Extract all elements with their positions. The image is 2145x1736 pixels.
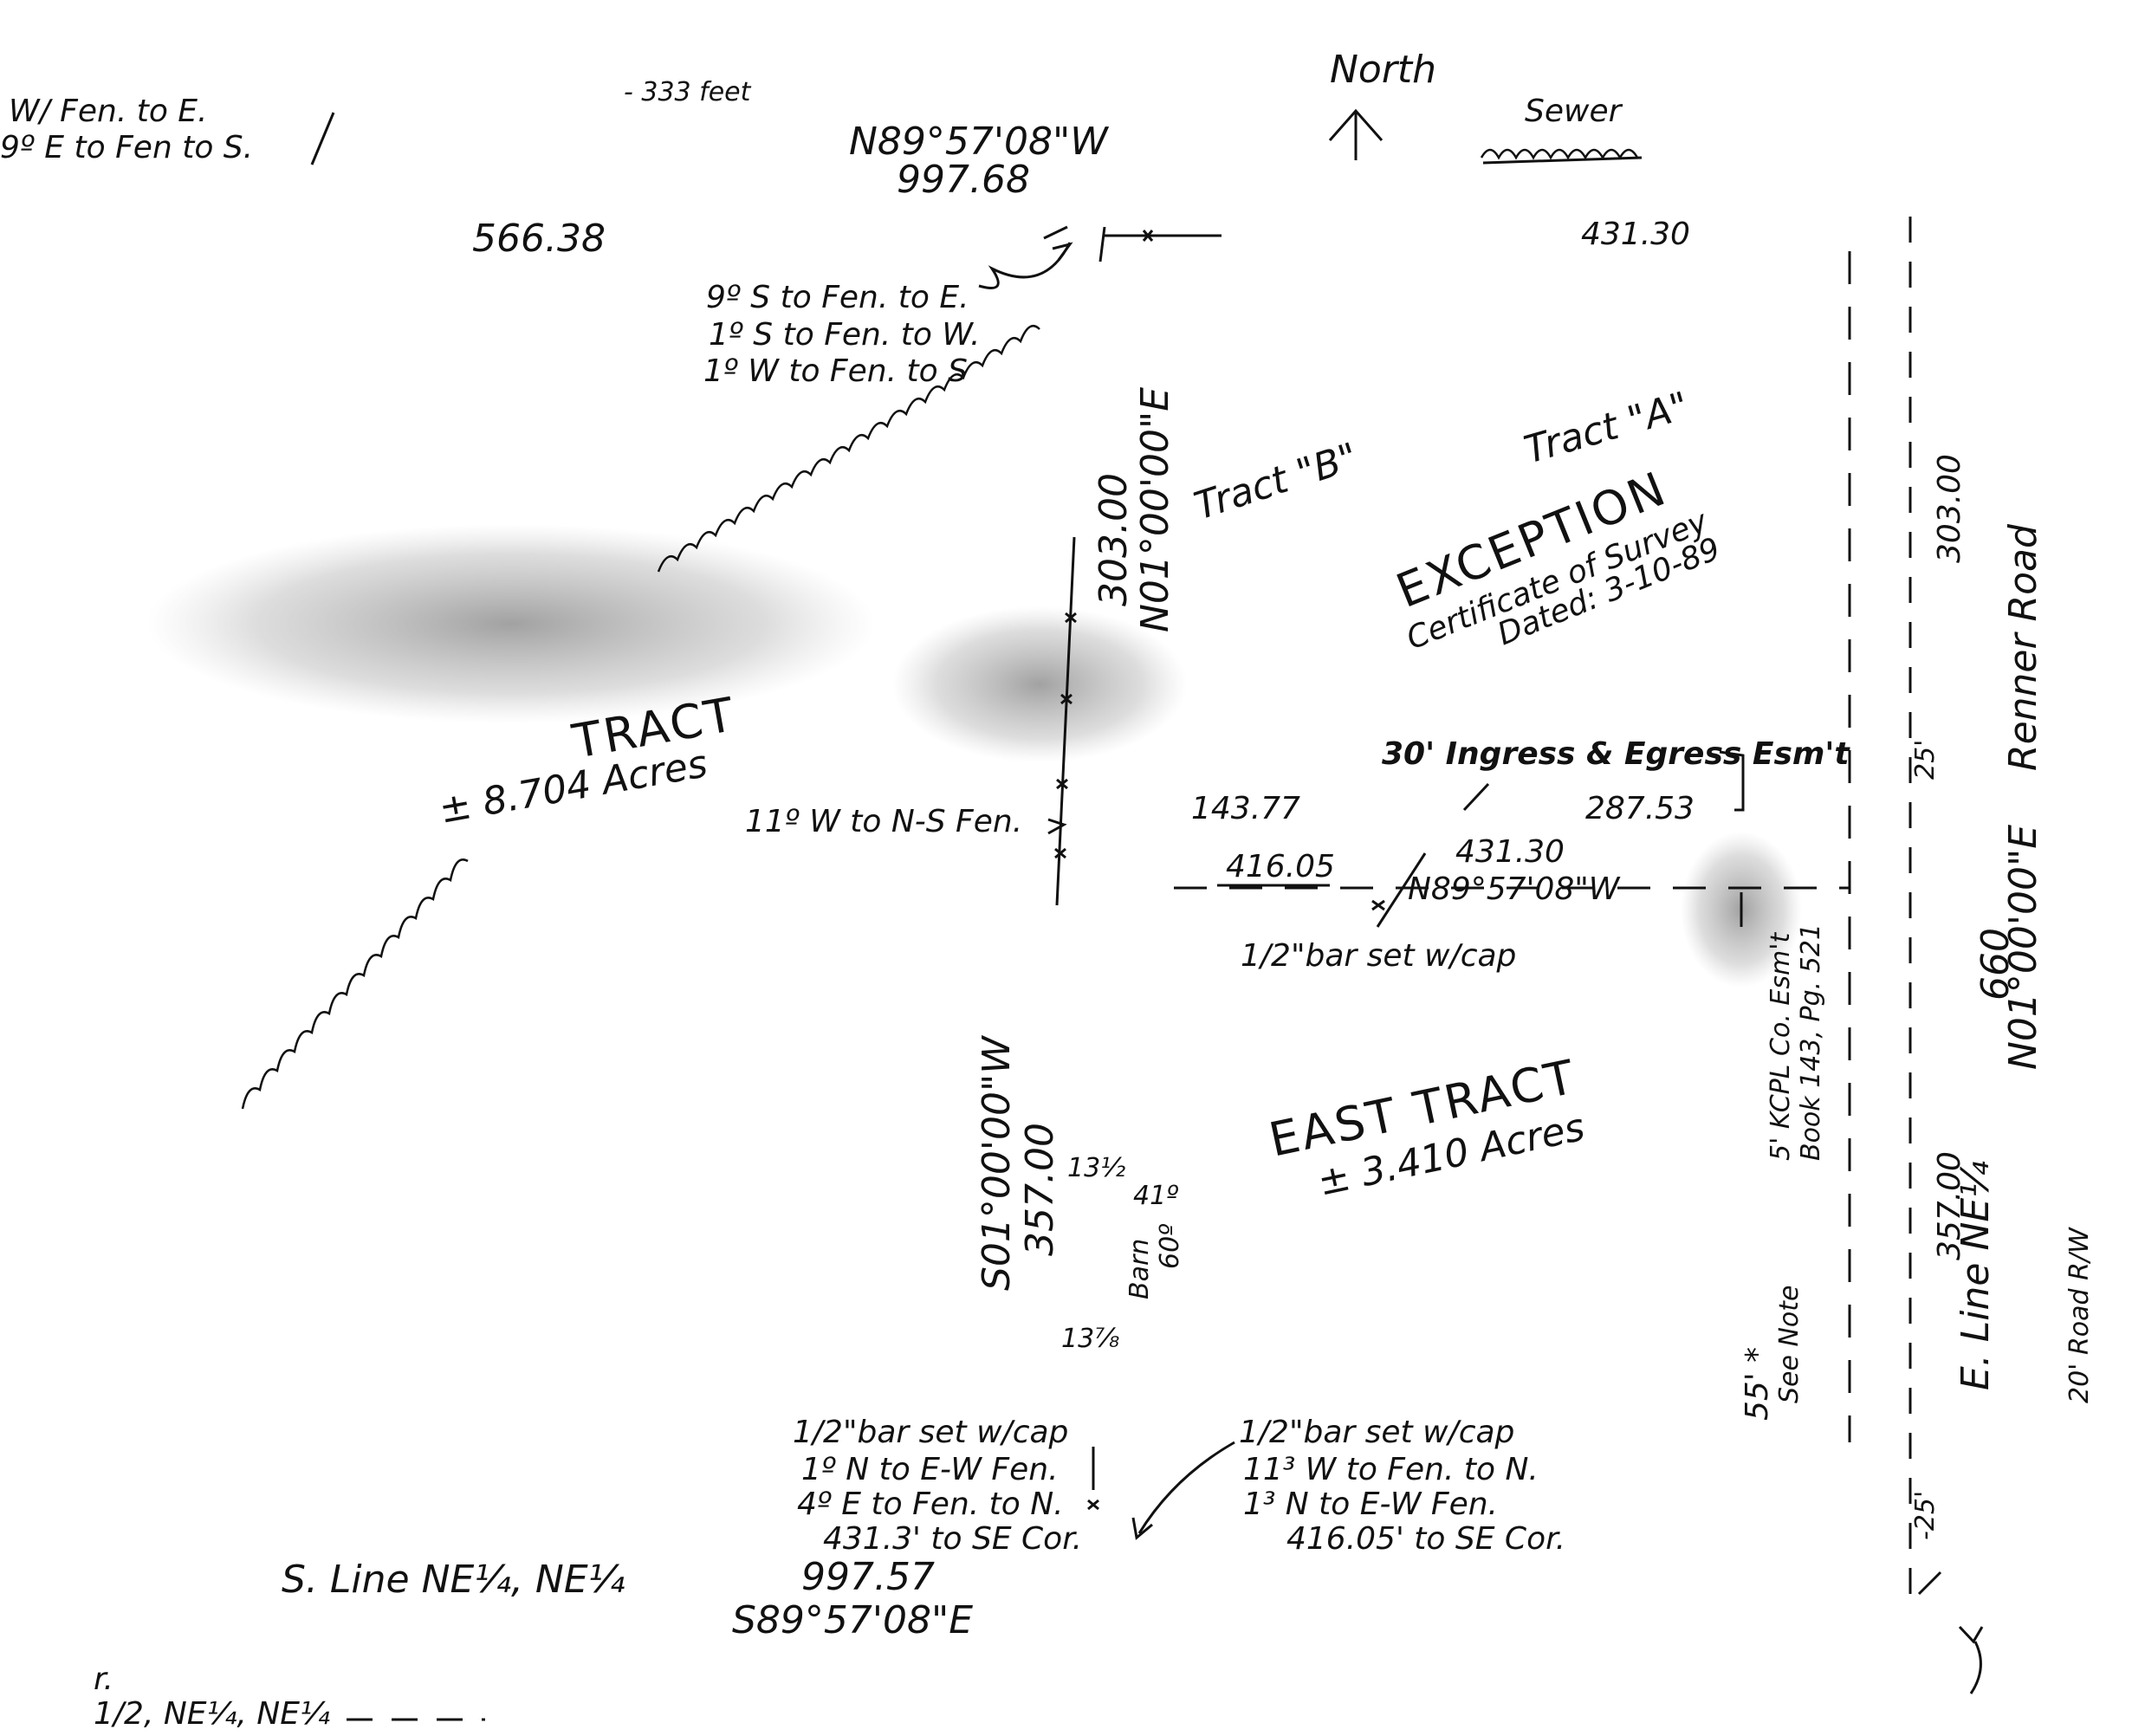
- interior-mid-distance: 143.77: [1191, 791, 1300, 826]
- north-line-bearing: N89°57'08"W: [849, 120, 1109, 164]
- west-top-segment: 566.38: [472, 217, 606, 261]
- se-corner-arrowhead: [1958, 1625, 1984, 1644]
- see-note-2: See Note: [1774, 1285, 1805, 1403]
- bottom-note-left-3: 4º E to Fen. to N.: [797, 1487, 1064, 1522]
- road-name: Renner Road: [2001, 523, 2045, 771]
- east-line-label: E. Line NE¼: [1954, 1161, 1998, 1390]
- bottom-note-right-3: 1³ N to E-W Fen.: [1243, 1487, 1498, 1522]
- interior-left-distance: 416.05: [1226, 849, 1335, 884]
- top-fragment-feet: - 333 feet: [624, 77, 752, 107]
- north-line-distance: 997.68: [897, 158, 1030, 202]
- top-fragment-1: W/ Fen. to E.: [9, 94, 208, 129]
- bottom-note-right-2: 11³ W to Fen. to N.: [1243, 1452, 1539, 1487]
- interior-total-distance: 431.30: [1455, 834, 1565, 870]
- bar-set-marker: [1371, 899, 1385, 911]
- kcpl-easement-line-1: 5' KCPL Co. Esm't: [1766, 932, 1796, 1161]
- fence-note-arrowhead: [1047, 818, 1067, 835]
- east-total-distance: 660: [1973, 928, 2018, 1001]
- sewer-label: Sewer: [1525, 94, 1623, 129]
- inner-line-bearing: N01°00'00"E: [1133, 387, 1177, 632]
- see-note-1: 55' *: [1740, 1347, 1775, 1421]
- ingress-easement-leader: [1719, 750, 1745, 812]
- south-inner-distance: 357.00: [1018, 1123, 1062, 1256]
- se-corner-arrow: [1969, 1641, 1982, 1694]
- east-offset-25: 25': [1910, 740, 1941, 780]
- barn-dim-1: 13½: [1067, 1153, 1125, 1183]
- bottom-right-arrowhead: [1131, 1517, 1153, 1540]
- inner-line-distance: 303.00: [1092, 473, 1136, 606]
- barn-dim-4: 13⅞: [1061, 1324, 1119, 1354]
- sewer-underline: [1482, 156, 1643, 165]
- bottom-note-right-1: 1/2"bar set w/cap: [1239, 1415, 1514, 1450]
- barn-dim-2: 41º: [1133, 1181, 1178, 1211]
- bottom-left-marker: [1087, 1499, 1099, 1511]
- east-top-segment: 431.30: [1581, 217, 1690, 252]
- scan-smudge-center: [892, 606, 1187, 762]
- north-arrow-icon: [1328, 108, 1384, 160]
- east-bearing: N01°00'00"E: [2001, 825, 2045, 1070]
- east-bottom-distance: 357.00: [1932, 1151, 1967, 1260]
- scan-smudge-west: [147, 524, 875, 723]
- corner-tick: [1043, 225, 1068, 240]
- south-line-label: S. Line NE¼, NE¼: [282, 1558, 625, 1602]
- fence-line-west: [241, 858, 469, 1110]
- corner-leader-arrow: [978, 242, 1072, 289]
- corner-note-top-3: 1º W to Fen. to S: [703, 353, 968, 389]
- west-tract-acres: ± 8.704 Acres: [436, 742, 710, 832]
- barn-dim-3: 60º: [1155, 1224, 1185, 1269]
- bar-set-mid-note: 1/2"bar set w/cap: [1241, 938, 1516, 974]
- north-label: North: [1330, 48, 1436, 92]
- ingress-easement-label: 30' Ingress & Egress Esm't: [1382, 736, 1850, 772]
- bottom-fragment-1: r.: [94, 1662, 113, 1697]
- top-fragment-slash: [310, 112, 335, 165]
- tract-b-label: Tract "B": [1189, 435, 1364, 529]
- east-offset-25b: -25': [1910, 1491, 1941, 1540]
- south-line-distance: 997.57: [801, 1555, 935, 1599]
- bottom-note-left-2: 1º N to E-W Fen.: [801, 1452, 1059, 1487]
- south-inner-bearing: S01°00'00"W: [975, 1035, 1019, 1291]
- interior-bearing: N89°57'08"W: [1408, 871, 1621, 907]
- ingress-easement-arrow: [1462, 782, 1490, 812]
- east-top-distance: 303.00: [1932, 454, 1967, 563]
- corner-note-top-2: 1º S to Fen. to W.: [709, 317, 980, 353]
- corner-note-top-1: 9º S to Fen. to E.: [706, 280, 969, 315]
- inner-ns-line: [1055, 536, 1076, 906]
- se-corner-tick: [1917, 1571, 1942, 1596]
- inner-ns-fence-marks: [1054, 612, 1077, 859]
- bottom-right-leader: [1137, 1441, 1235, 1534]
- kcpl-easement-line-2: Book 143, Pg. 521: [1796, 923, 1826, 1161]
- fence-note: 11º W to N-S Fen.: [745, 804, 1022, 839]
- bottom-note-left-4: 431.3' to SE Cor.: [823, 1521, 1082, 1557]
- south-line-bearing: S89°57'08"E: [732, 1598, 973, 1642]
- bottom-note-left-1: 1/2"bar set w/cap: [793, 1415, 1068, 1450]
- bottom-note-right-4: 416.05' to SE Cor.: [1286, 1521, 1565, 1557]
- top-fragment-2: 9º E to Fen to S.: [0, 130, 253, 165]
- sewer-line-symbol: [1480, 148, 1639, 160]
- road-note: 20' Road R/W: [2064, 1227, 2095, 1403]
- bottom-fragment-2: 1/2, NE¼, NE¼: [94, 1696, 330, 1732]
- interior-right-distance: 287.53: [1585, 791, 1695, 826]
- corner-leader-arrowhead: [1052, 242, 1073, 261]
- north-corner-marker: [1098, 226, 1222, 262]
- interior-leader: [1376, 852, 1427, 928]
- barn-label: Barn: [1124, 1239, 1155, 1299]
- tract-a-label: Tract "A": [1520, 384, 1694, 473]
- fence-line-north: [657, 325, 1040, 573]
